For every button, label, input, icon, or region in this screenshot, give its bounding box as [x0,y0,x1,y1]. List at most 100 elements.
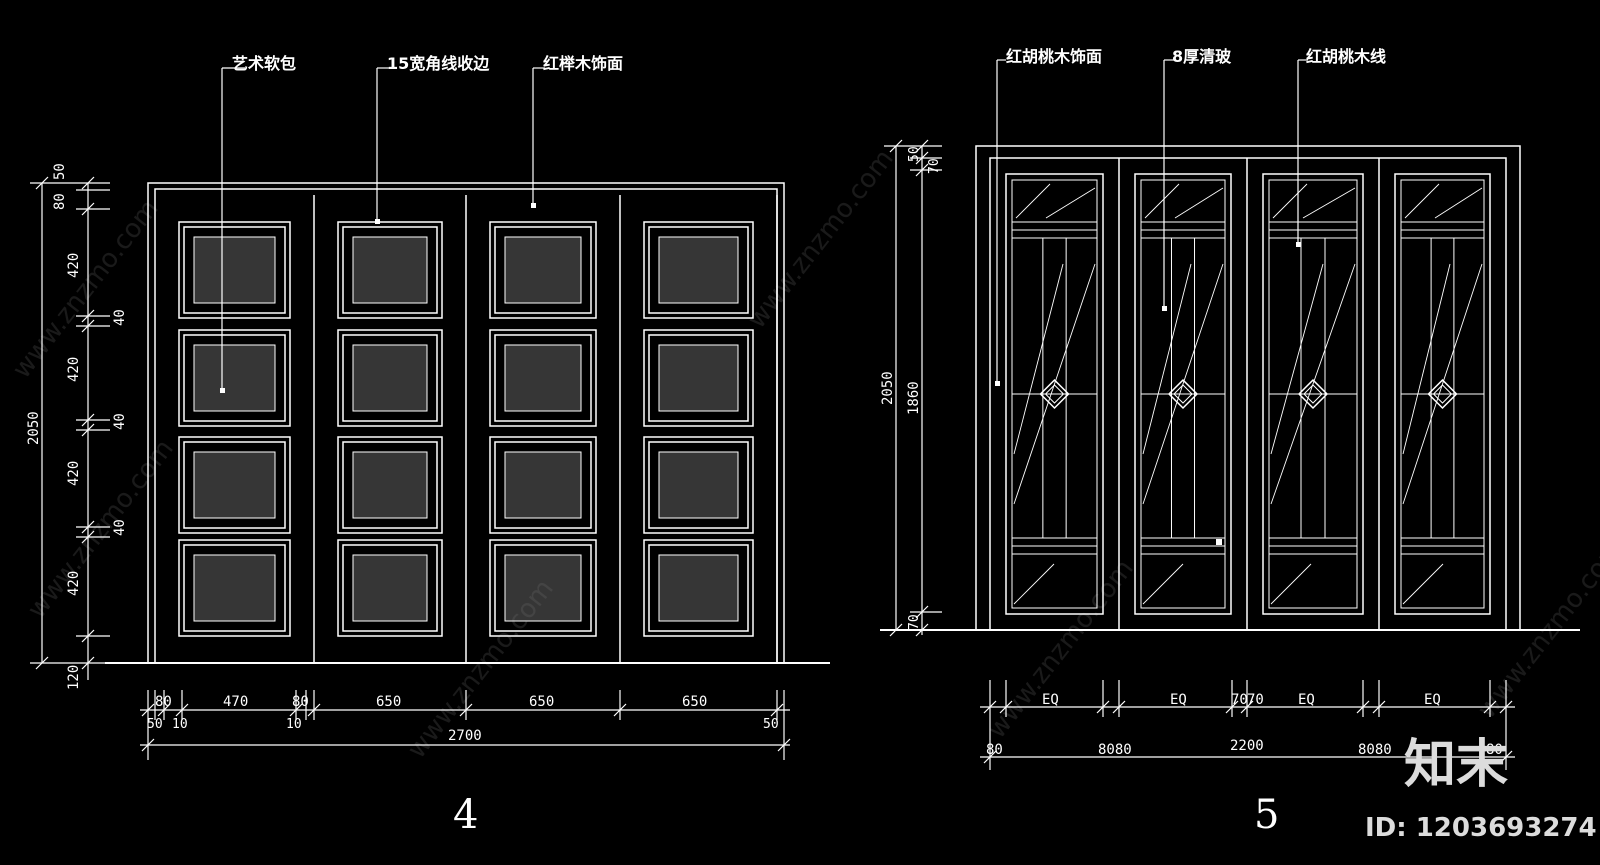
diamond-ornament [1297,378,1329,410]
upholstery-panel [193,236,276,304]
panel-molding-outer [489,329,597,427]
dimension-text: EQ [1424,692,1441,708]
dimension-text: 420 [66,461,82,486]
diamond-ornament-inner [1432,384,1453,404]
panel-molding-inner [494,334,592,422]
glass-hatch-line [1013,563,1055,605]
dimension-text: 80 [155,694,172,710]
panel-molding-inner [648,226,749,314]
panel-molding-inner [342,334,438,422]
dimension-text: 70 [927,158,942,174]
drawing-number: 4 [453,792,478,838]
callout-label: 15宽角线收边 [387,54,490,73]
door-leaves [178,195,778,663]
glass-hatch-line [1270,263,1324,455]
glass-hatch-line [1270,563,1312,605]
drawing-4-horizontal-dimension [140,690,791,760]
dimension-text: 50 [147,717,163,732]
drawing-5-callouts [996,59,1308,385]
glass-hatch-line [1142,263,1224,505]
diamond-ornament-inner [1044,384,1065,404]
panel-molding-outer [337,221,443,319]
dimension-text: 470 [223,694,248,710]
glass-hatch-line [1142,263,1192,455]
callout-label: 红胡桃木饰面 [1006,47,1102,66]
overall-height-text: 2050 [880,371,896,405]
drawing-5 [880,145,1580,631]
overall-width-text: 2700 [448,728,482,744]
panel-molding-inner [183,441,286,529]
panel-molding-outer [337,436,443,534]
diamond-ornament [1167,378,1199,410]
glass-hatch-line [1015,183,1051,219]
drawing-5-vertical-dimension [884,139,942,637]
glass-door-leaves [1005,158,1491,630]
dimension-text: 650 [682,694,707,710]
panel-molding-inner [494,226,592,314]
upholstery-panel [658,554,739,622]
dimension-text: 420 [66,357,82,382]
dimension-text: 80 [52,193,68,210]
glass-hatch-line [1144,183,1180,219]
dimension-text: 2200 [1230,738,1264,754]
drawing-number: 5 [1254,792,1279,838]
panel-molding-outer [178,436,291,534]
dimension-text: 50 [763,717,779,732]
dimension-text: 80 [986,742,1003,758]
dimension-text: 70 [1231,692,1248,708]
panel-molding-outer [643,221,754,319]
panel-molding-inner [648,334,749,422]
glass-frame-outer [1394,173,1491,615]
drawing-4-vertical-dimension [30,176,110,680]
panel-molding-outer [178,221,291,319]
glass-hatch-line [1013,263,1096,505]
glass-hatch-line [1142,563,1184,605]
diamond-ornament [1427,378,1458,410]
glass-hatch-line [1434,187,1483,219]
dimension-text: 8080 [1358,742,1392,758]
panel-molding-inner [494,544,592,632]
watermark-text: www.znzmo.com [7,194,165,384]
panel-molding-outer [643,329,754,427]
dimension-text: 420 [66,253,82,278]
dimension-text: 120 [66,665,82,690]
panel-molding-inner [183,544,286,632]
callout-label: 红胡桃木线 [1306,47,1386,66]
diamond-ornament-inner [1303,384,1323,404]
drawing-5-horizontal-dimension [980,680,1515,770]
dimension-text: EQ [1042,692,1059,708]
dimension-text: 80 [1486,742,1503,758]
diamond-ornament-inner [1173,384,1193,404]
upholstery-panel [352,554,428,622]
callout-label: 8厚清玻 [1172,47,1232,66]
glass-hatch-line [1402,263,1451,455]
glass-frame-outer [1005,173,1104,615]
upholstery-panel [658,236,739,304]
upholstery-panel [352,236,428,304]
glass-hatch-line [1402,263,1483,505]
dimension-text: 420 [66,571,82,596]
dimension-text: 70 [907,614,922,630]
door-frame-inner [989,157,1507,630]
panel-molding-inner [183,226,286,314]
upholstery-panel [504,344,582,412]
upholstery-panel [352,344,428,412]
upholstery-panel [504,451,582,519]
panel-molding-inner [494,441,592,529]
dimension-text: 10 [172,717,188,732]
upholstery-panel [504,236,582,304]
callout-label: 艺术软包 [232,54,296,73]
panel-molding-inner [648,544,749,632]
panel-molding-outer [178,329,291,427]
panel-molding-inner [342,544,438,632]
dimension-text: 80 [292,694,309,710]
dimension-text: 70 [1247,692,1264,708]
glass-hatch-line [1174,187,1224,219]
panel-molding-outer [178,539,291,637]
panel-molding-inner [648,441,749,529]
brand-logo: 知末 [1404,735,1508,795]
dimension-text: 50 [907,146,922,162]
dimension-text: 40 [112,519,128,536]
upholstery-panel [658,344,739,412]
